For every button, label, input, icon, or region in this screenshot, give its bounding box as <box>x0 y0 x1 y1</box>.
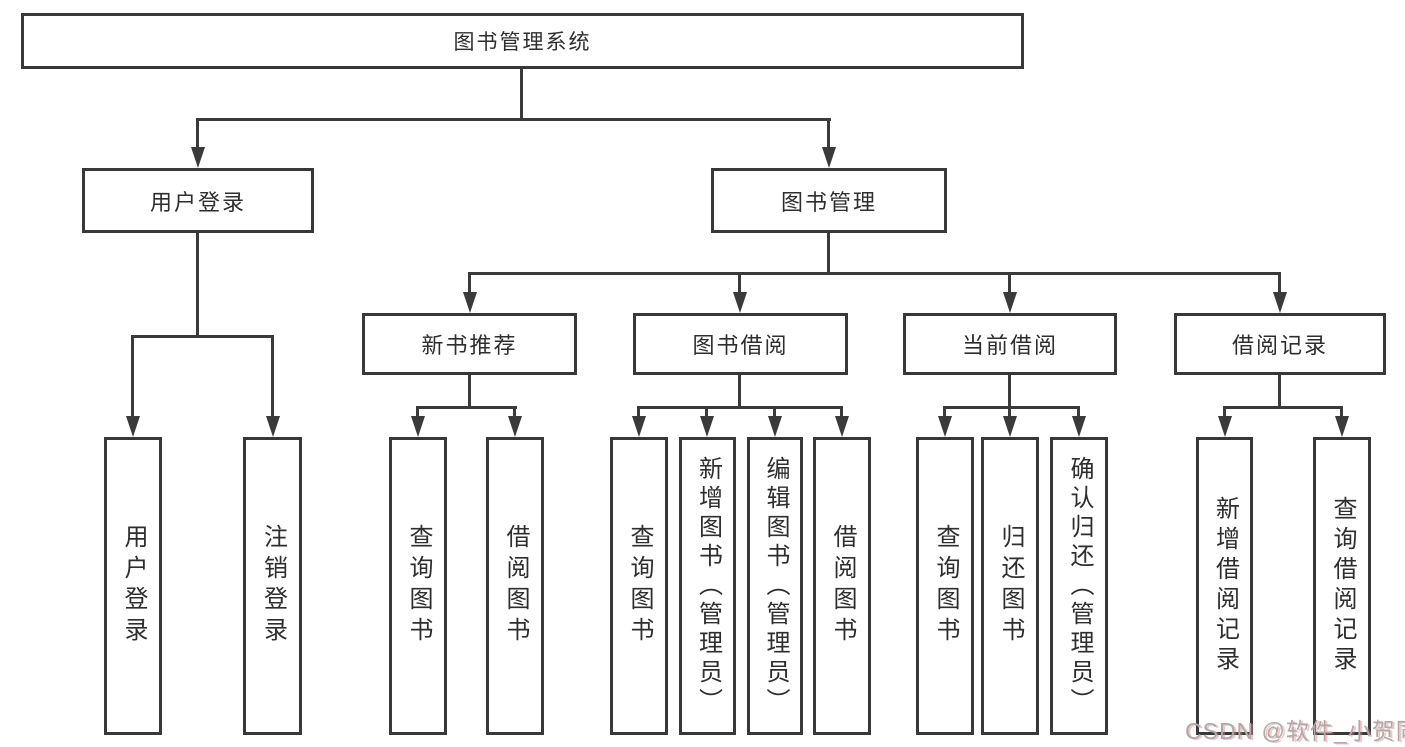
leaf-label: 用户登录 <box>120 524 147 648</box>
connector-borrowing-records-stem <box>1278 375 1281 409</box>
leaf-label: 新增图书（管理员） <box>694 455 722 717</box>
node-label: 图书管理 <box>780 189 877 215</box>
leaf-label: 查询图书 <box>932 524 959 648</box>
node-label: 用户登录 <box>149 189 246 215</box>
leaf-borrow-book-borrowing: 借阅图书 <box>813 437 871 735</box>
arrow-to-book-borrowing <box>738 272 741 292</box>
leaf-borrow-book-recommend: 借阅图书 <box>486 437 544 735</box>
leaf-label: 借阅图书 <box>502 524 529 648</box>
leaf-label: 新增借阅记录 <box>1211 496 1239 676</box>
node-label: 图书管理系统 <box>453 31 592 54</box>
leaf-add-borrow-record: 新增借阅记录 <box>1196 437 1253 735</box>
node-current-borrowing: 当前借阅 <box>903 313 1117 375</box>
arrow-to-leaf-return-book <box>1008 406 1011 416</box>
connector-book-borrowing-stem <box>738 375 741 409</box>
connector-borrowing-records-bar <box>1223 406 1343 409</box>
connector-user-login-stem <box>196 233 199 338</box>
leaf-label: 编辑图书（管理员） <box>762 455 789 717</box>
arrow-to-leaf-query-book-2 <box>637 406 640 416</box>
arrow-to-leaf-user-login <box>131 335 134 416</box>
leaf-user-login: 用户登录 <box>104 437 162 735</box>
leaf-return-book: 归还图书 <box>981 437 1039 735</box>
connector-book-management-bar <box>468 272 1281 275</box>
connector-root-bar <box>196 118 831 121</box>
node-library-management-system: 图书管理系统 <box>21 13 1024 69</box>
connector-root-stem <box>520 69 523 118</box>
node-book-borrowing: 图书借阅 <box>633 313 848 375</box>
leaf-query-book-current: 查询图书 <box>916 437 974 735</box>
arrow-to-leaf-query-record <box>1340 406 1343 416</box>
connector-book-management-stem <box>827 233 830 275</box>
leaf-label: 查询图书 <box>626 524 653 648</box>
node-label: 图书借阅 <box>692 333 789 358</box>
arrow-to-leaf-add-book <box>705 406 708 416</box>
arrow-to-borrowing-records <box>1278 272 1281 292</box>
arrow-to-book-management <box>827 118 830 147</box>
leaf-label: 归还图书 <box>997 524 1024 648</box>
arrow-to-leaf-logout <box>271 335 274 416</box>
connector-new-book-stem <box>468 375 471 409</box>
leaf-label: 确认归还（管理员） <box>1066 455 1093 717</box>
connector-current-borrowing-bar <box>943 406 1080 409</box>
leaf-query-book-borrowing: 查询图书 <box>610 437 668 735</box>
arrow-to-leaf-add-record <box>1223 406 1226 416</box>
arrow-to-user-login <box>196 118 199 147</box>
connector-book-borrowing-bar <box>637 406 843 409</box>
node-user-login: 用户登录 <box>82 168 314 233</box>
leaf-label: 查询借阅记录 <box>1329 496 1356 676</box>
arrow-to-new-book-recommend <box>468 272 471 292</box>
leaf-label: 注销登录 <box>259 524 287 648</box>
leaf-edit-book-admin: 编辑图书（管理员） <box>747 437 803 735</box>
leaf-query-borrow-record: 查询借阅记录 <box>1313 437 1371 735</box>
node-borrowing-records: 借阅记录 <box>1174 313 1386 375</box>
connector-new-book-bar <box>416 406 517 409</box>
leaf-confirm-return-admin: 确认归还（管理员） <box>1050 437 1108 735</box>
leaf-add-book-admin: 新增图书（管理员） <box>679 437 736 735</box>
arrow-to-leaf-borrow-book-1 <box>513 406 516 416</box>
arrow-to-current-borrowing <box>1008 272 1011 292</box>
leaf-query-book-recommend: 查询图书 <box>389 437 447 735</box>
arrow-to-leaf-edit-book <box>773 406 776 416</box>
connector-current-borrowing-stem <box>1008 375 1011 409</box>
leaf-label: 查询图书 <box>405 524 432 648</box>
node-book-management: 图书管理 <box>711 168 947 233</box>
leaf-logout: 注销登录 <box>243 437 302 735</box>
connector-user-login-bar <box>131 335 274 338</box>
node-new-book-recommend: 新书推荐 <box>362 313 577 375</box>
arrow-to-leaf-confirm-return <box>1077 406 1080 416</box>
csdn-watermark: CSDN @软件_小贺同学 <box>1185 718 1405 744</box>
node-label: 借阅记录 <box>1231 333 1328 358</box>
node-label: 新书推荐 <box>421 333 518 358</box>
leaf-label: 借阅图书 <box>829 524 856 648</box>
arrow-to-leaf-query-book-3 <box>943 406 946 416</box>
node-label: 当前借阅 <box>961 333 1058 358</box>
arrow-to-leaf-query-book-1 <box>416 406 419 416</box>
arrow-to-leaf-borrow-book-2 <box>840 406 843 416</box>
